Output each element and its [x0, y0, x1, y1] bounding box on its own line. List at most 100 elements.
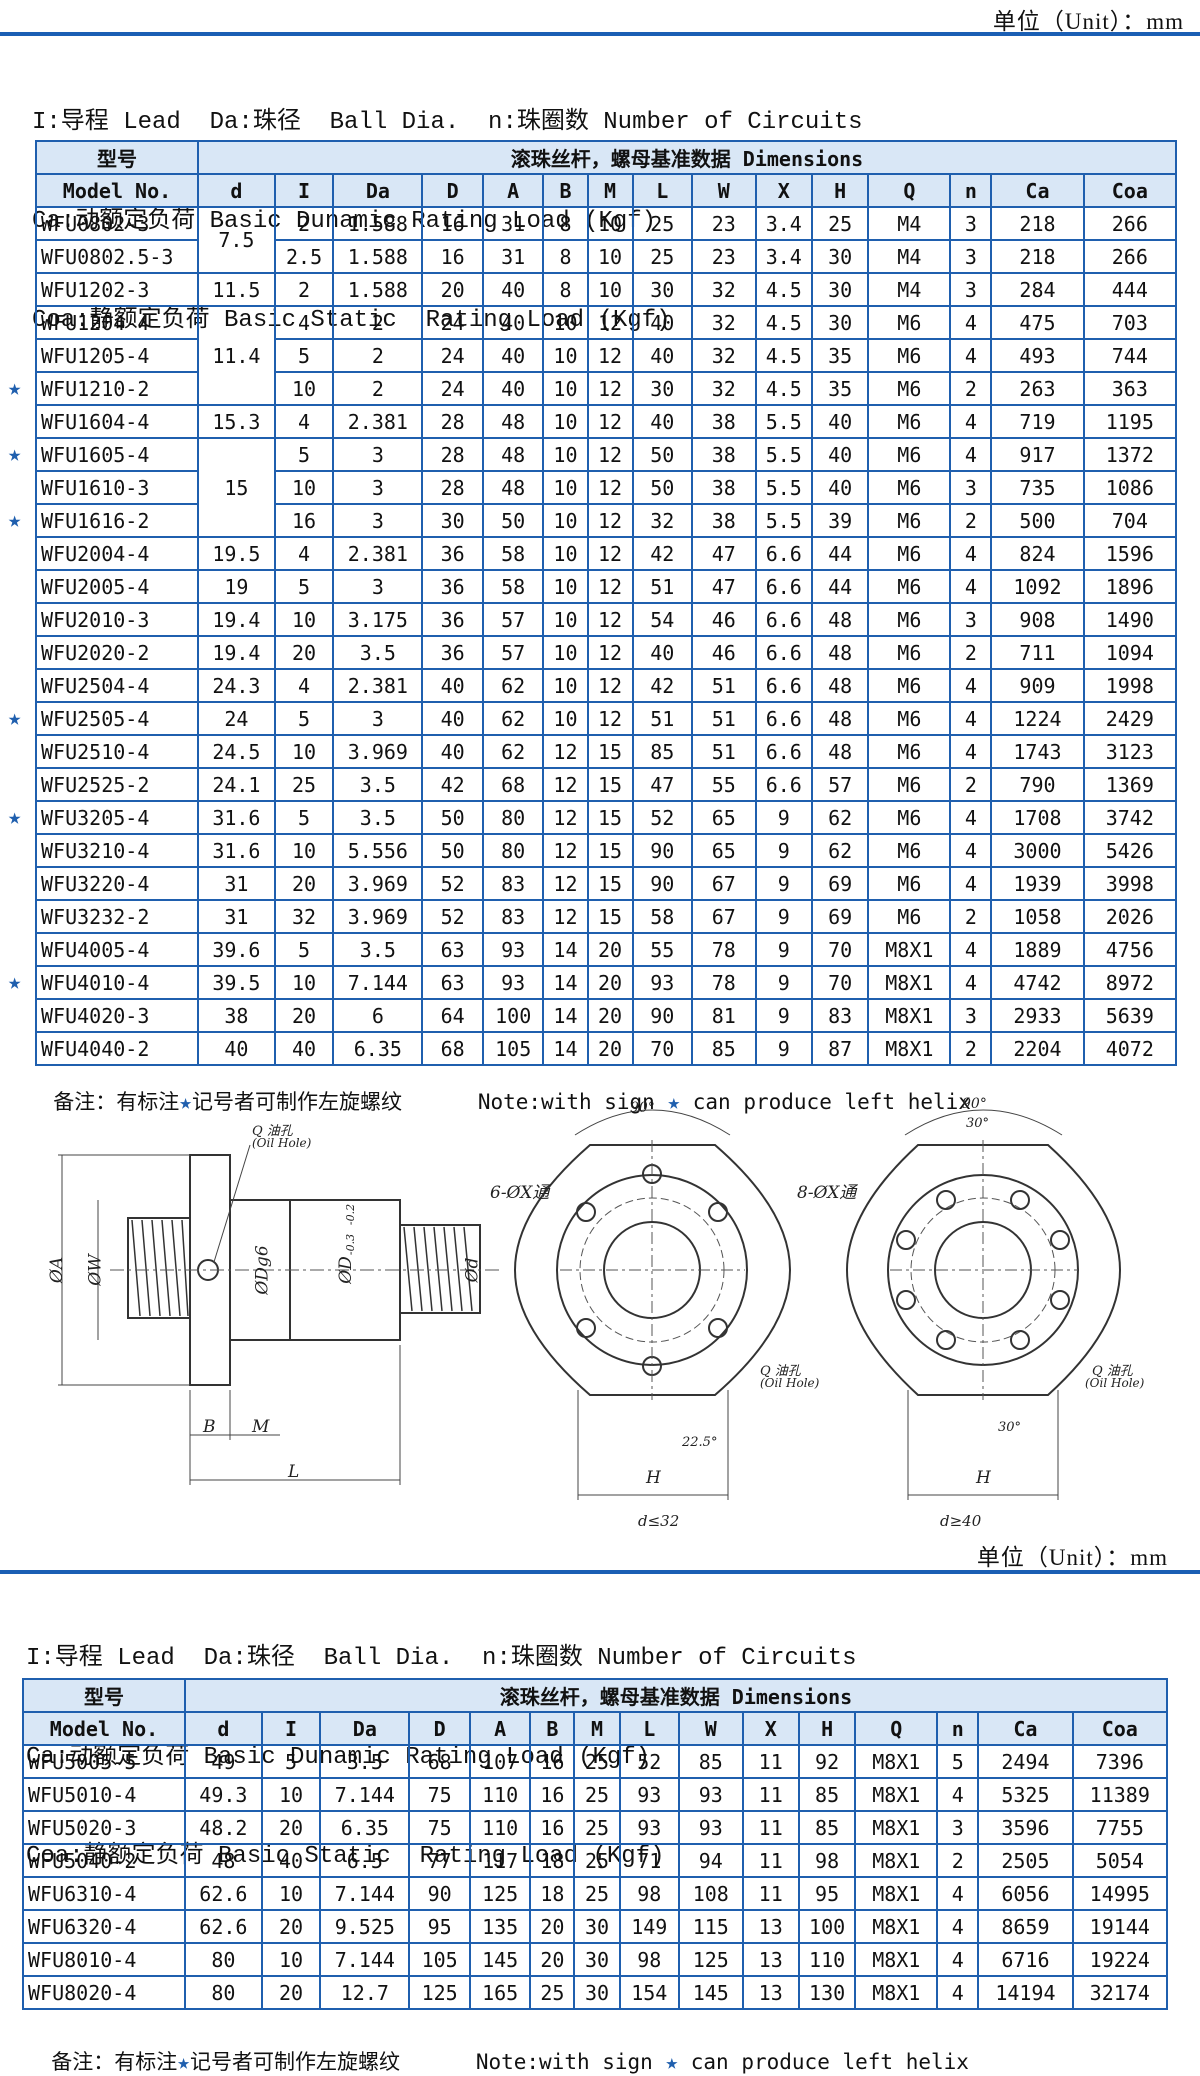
cell-x: 9 — [754, 998, 813, 1033]
cell-m: 12 — [586, 305, 634, 340]
cell-ca: 500 — [990, 503, 1085, 538]
cell-n: 3 — [949, 272, 993, 307]
cell-a: 80 — [481, 800, 545, 835]
cell-da: 7.144 — [319, 1777, 411, 1812]
cell-n: 5 — [936, 1744, 980, 1779]
header-col-h: H — [810, 173, 870, 208]
cell-i: 10 — [273, 734, 335, 769]
cell-n: 2 — [949, 899, 993, 934]
cell-d: 39.6 — [196, 932, 276, 967]
cell-l: 93 — [631, 965, 694, 1000]
angle-22-5: 22.5° — [682, 1435, 718, 1450]
cell-n: 4 — [949, 569, 993, 604]
cell-n: 2 — [949, 767, 993, 802]
cell-h: 92 — [797, 1744, 857, 1779]
cell-q: M6 — [867, 833, 952, 868]
model-cell: WFU1210-2 — [35, 371, 199, 406]
cell-da: 3 — [332, 569, 424, 604]
left-helix-star-icon: ★ — [8, 969, 22, 995]
cell-n: 4 — [949, 965, 993, 1000]
cell-n: 3 — [949, 239, 993, 274]
cell-h: 100 — [797, 1909, 857, 1944]
cell-coa: 7396 — [1071, 1744, 1169, 1779]
dim-phi-a: ØA — [47, 1256, 68, 1284]
cell-x: 9 — [754, 866, 813, 901]
model-cell: WFU6320-4 — [22, 1909, 186, 1944]
cell-i: 5 — [273, 569, 335, 604]
model-cell: WFU2005-4 — [35, 569, 199, 604]
cell-q: M6 — [867, 404, 952, 439]
cell-b: 8 — [542, 272, 589, 307]
cell-ca: 475 — [990, 305, 1085, 340]
cell-d: 63 — [421, 965, 484, 1000]
cell-x: 4.5 — [754, 338, 813, 373]
cell-coa: 744 — [1082, 338, 1178, 373]
cell-a: 93 — [481, 965, 545, 1000]
header2-col-ca: Ca — [977, 1711, 1074, 1746]
cell-d: 49 — [183, 1744, 263, 1779]
cell-q: M8X1 — [854, 1876, 939, 1911]
cell-ca: 2505 — [977, 1843, 1074, 1878]
cell-coa: 1369 — [1082, 767, 1178, 802]
cell-b: 16 — [529, 1777, 576, 1812]
cell-n: 3 — [949, 206, 993, 241]
cell-q: M6 — [867, 701, 952, 736]
dim-m: M — [252, 1417, 270, 1437]
model-cell: WFU2505-4 — [35, 701, 199, 736]
cell-l: 42 — [631, 536, 694, 571]
model-cell: WFU8010-4 — [22, 1942, 186, 1977]
cell-a: 110 — [468, 1777, 532, 1812]
cell-n: 4 — [949, 800, 993, 835]
cell-x: 6.6 — [754, 536, 813, 571]
cell-d: 68 — [408, 1744, 471, 1779]
cell-w: 55 — [691, 767, 757, 802]
cell-i: 10 — [260, 1942, 322, 1977]
cell-n: 4 — [936, 1909, 980, 1944]
cell-w: 93 — [677, 1777, 744, 1812]
cell-w: 38 — [691, 404, 757, 439]
cell-h: 85 — [797, 1810, 857, 1845]
angle-90-b: 90° — [962, 1096, 987, 1112]
cell-w: 32 — [691, 272, 757, 307]
model-cell: WFU3232-2 — [35, 899, 199, 934]
cell-da: 3.5 — [332, 800, 424, 835]
cell-ca: 711 — [990, 635, 1085, 670]
header-col-x: X — [754, 173, 813, 208]
header2-model-cn: 型号 — [22, 1678, 186, 1713]
cell-x: 13 — [741, 1909, 800, 1944]
cell-coa: 1086 — [1082, 470, 1178, 505]
cell-l: 85 — [631, 734, 694, 769]
cell-a: 40 — [481, 305, 545, 340]
cell-n: 4 — [949, 437, 993, 472]
left-helix-star-icon: ★ — [8, 705, 22, 731]
cell-coa: 3123 — [1082, 734, 1178, 769]
model-cell: WFU5010-4 — [22, 1777, 186, 1812]
cell-n: 4 — [949, 866, 993, 901]
cell-l: 25 — [631, 239, 694, 274]
note-cn-after: 记号者可制作左旋螺纹 — [191, 1090, 402, 1114]
unit-label-bottom: 单位（Unit）：mm — [976, 1545, 1168, 1570]
cell-x: 9 — [754, 833, 813, 868]
note-star-icon-en: ★ — [667, 1090, 681, 1114]
header-model-cn: 型号 — [35, 140, 199, 175]
cell-b: 10 — [542, 305, 589, 340]
cell-b: 14 — [542, 998, 589, 1033]
dim-phi-d-tol: ØD — [335, 1256, 356, 1284]
cell-d: 95 — [408, 1909, 471, 1944]
cell-b: 20 — [529, 1942, 576, 1977]
cell-ca: 1224 — [990, 701, 1085, 736]
cell-q: M8X1 — [854, 1942, 939, 1977]
cell-da: 3 — [332, 701, 424, 736]
model-cell: WFU1610-3 — [35, 470, 199, 505]
cell-i: 20 — [273, 866, 335, 901]
cell-ca: 8659 — [977, 1909, 1074, 1944]
cell-l: 55 — [631, 932, 694, 967]
cell-l: 98 — [618, 1942, 680, 1977]
cell-h: 70 — [810, 965, 870, 1000]
cell-coa: 19144 — [1071, 1909, 1169, 1944]
cell-d: 36 — [421, 536, 484, 571]
cell-d: 11.4 — [196, 305, 276, 406]
